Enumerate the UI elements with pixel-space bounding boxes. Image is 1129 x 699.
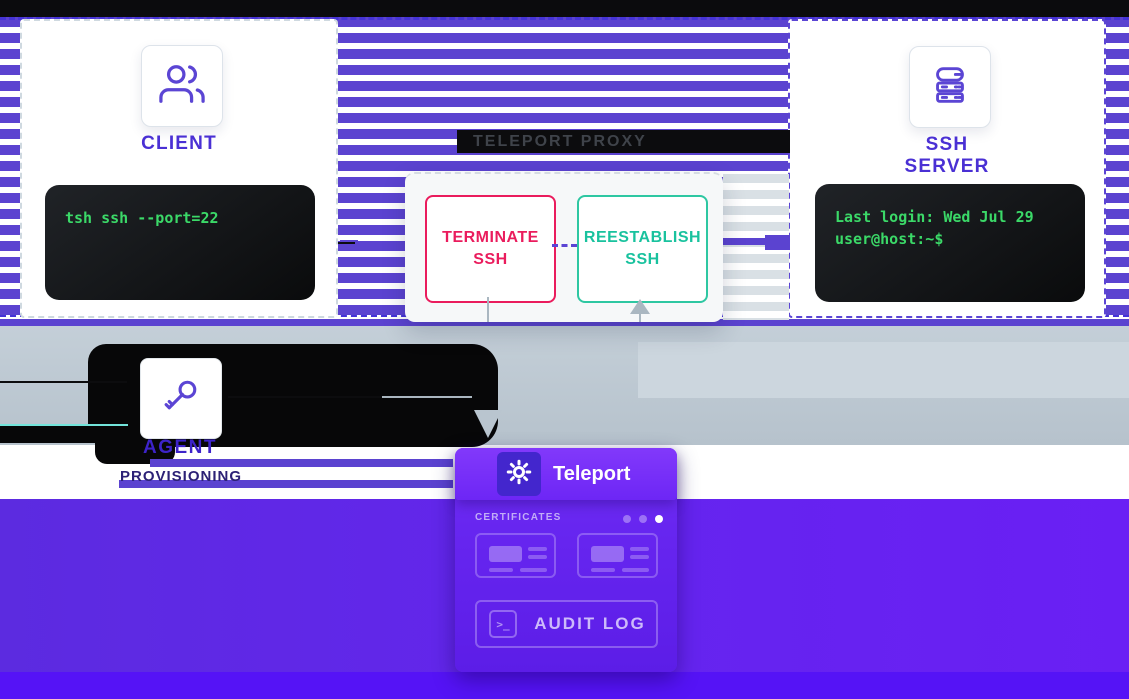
up-arrow-stem: [639, 313, 641, 322]
solid-stripe: [0, 319, 1129, 326]
carousel-dot: [639, 515, 647, 523]
gear-icon: [504, 457, 534, 492]
connector-right-block: [765, 235, 790, 250]
carousel-dots: [623, 515, 663, 523]
certificate-card: [577, 533, 658, 578]
gray-light-rect: [638, 342, 1129, 398]
connector-right-purple: [723, 238, 765, 245]
ssh-server-label-line1: SSH: [925, 134, 969, 155]
client-icon-tile: [141, 45, 223, 127]
teleport-panel: Teleport CERTIFICATES >_ AUDIT LOG: [455, 448, 677, 672]
client-label: CLIENT: [141, 133, 217, 154]
ssh-server-terminal-line2: user@host:~$: [835, 230, 944, 248]
certificate-text-line: [489, 568, 513, 572]
down-arrow-icon: [474, 410, 502, 438]
ssh-server-terminal: Last login: Wed Jul 29 user@host:~$: [815, 184, 1085, 302]
agent-glitch-caption: PROVISIONING: [120, 468, 243, 485]
users-icon: [159, 61, 205, 112]
glitch-purple-bar-1: [150, 459, 453, 467]
reestablish-line1: REESTABLISH: [583, 229, 702, 246]
server-icon-tile: [909, 46, 991, 128]
terminate-stem-line: [487, 297, 489, 322]
connector-left-black: [338, 242, 355, 244]
terminate-line1: TERMINATE: [442, 229, 539, 246]
agent-card: [140, 358, 222, 439]
reestablish-line2: SSH: [625, 251, 660, 268]
terminate-ssh-box: TERMINATE SSH: [425, 195, 556, 303]
glitch-teal-line: [0, 424, 128, 426]
audit-log-card: >_ AUDIT LOG: [475, 600, 658, 648]
certificate-icon: [591, 546, 624, 562]
certificate-text-line: [528, 547, 547, 551]
terminate-line2: SSH: [473, 251, 508, 268]
agent-connector-line: [228, 396, 382, 398]
ssh-server-label-line2: SERVER: [904, 156, 990, 177]
top-glitch-bar: [0, 0, 1129, 17]
audit-log-label: AUDIT LOG: [534, 614, 646, 633]
glitch-black-band-left: [0, 426, 128, 443]
carousel-dot-active: [655, 515, 663, 523]
server-icon: [927, 62, 973, 113]
certificates-heading: CERTIFICATES: [475, 512, 562, 523]
ssh-server-terminal-line1: Last login: Wed Jul 29: [835, 208, 1034, 226]
certificate-card: [475, 533, 556, 578]
bottom-blue-strip: [0, 672, 1129, 699]
glitch-purple-bar-2: [119, 480, 453, 488]
ssh-server-card: SSH SERVER Last login: Wed Jul 29 user@h…: [788, 19, 1106, 318]
client-terminal-command: tsh ssh --port=22: [65, 209, 219, 227]
reestablish-ssh-box: REESTABLISH SSH: [577, 195, 708, 303]
client-card: CLIENT tsh ssh --port=22: [20, 19, 338, 318]
teleport-brand: Teleport: [553, 463, 631, 485]
gear-tile: [497, 452, 541, 496]
certificate-text-line: [630, 547, 649, 551]
certificate-text-line: [630, 555, 649, 559]
proxy-title: TELEPORT PROXY: [473, 132, 647, 150]
up-arrow-icon: [630, 299, 650, 314]
carousel-dot: [623, 515, 631, 523]
teleport-header: Teleport: [455, 448, 677, 500]
certificate-text-line: [520, 568, 547, 572]
top-dashed-border: [0, 17, 1129, 20]
glitch-line-left: [0, 381, 127, 383]
ssh-server-label: SSH SERVER: [790, 134, 1104, 178]
client-terminal: tsh ssh --port=22: [45, 185, 315, 300]
proxy-title-bar: TELEPORT PROXY: [457, 130, 790, 153]
terminal-prompt-icon: >_: [489, 610, 517, 638]
certificate-text-line: [528, 555, 547, 559]
certificate-text-line: [591, 568, 615, 572]
certificate-icon: [489, 546, 522, 562]
proxy-panel: TERMINATE SSH REESTABLISH SSH: [405, 172, 723, 322]
agent-connector-line-gray: [382, 396, 472, 398]
key-icon: [159, 374, 203, 423]
agent-label: AGENT: [143, 437, 217, 458]
terminate-reestablish-connector: [552, 244, 577, 247]
certificate-text-line: [622, 568, 649, 572]
